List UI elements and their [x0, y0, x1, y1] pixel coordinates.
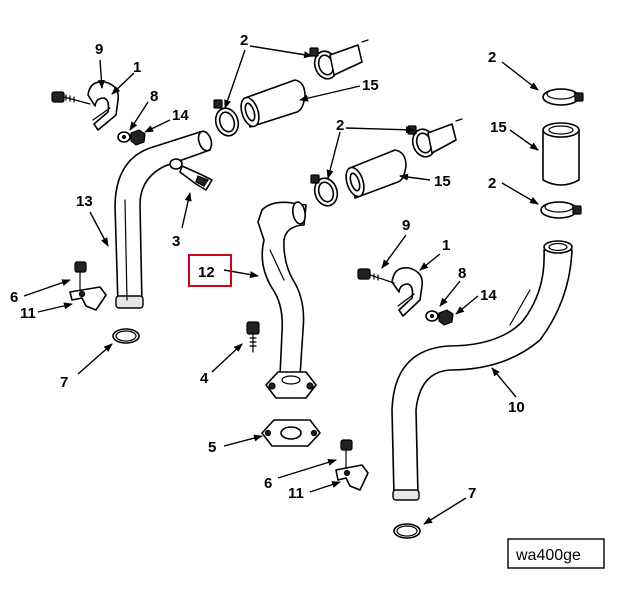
- callout-15-right: 15: [490, 119, 507, 136]
- callout-13: 13: [76, 193, 93, 210]
- hose-15-mid: [345, 149, 407, 199]
- callout-15-left: 15: [362, 77, 379, 94]
- highlight-box: [188, 254, 232, 287]
- callout-8-left: 8: [150, 88, 158, 105]
- bracket-11-mid: [335, 464, 369, 491]
- tube-10: [391, 240, 573, 501]
- hose-clamp-2-left: [213, 99, 240, 137]
- callout-12: 12: [198, 264, 215, 281]
- callout-11-left: 11: [20, 305, 36, 322]
- hose-15-left: [240, 79, 306, 128]
- bolt-6-mid: [340, 439, 353, 469]
- callout-1-left: 1: [133, 59, 141, 76]
- bolt-9-left: [51, 91, 91, 105]
- callout-14-right: 14: [480, 287, 497, 304]
- tube-13: [114, 130, 213, 309]
- callout-2-right-top: 2: [488, 49, 496, 66]
- callout-2-mid: 2: [336, 117, 344, 134]
- figure-id-box: wa400ge: [507, 538, 605, 569]
- callout-15-mid: 15: [434, 173, 451, 190]
- hose-clamp-2-right-bottom: [540, 201, 582, 219]
- bracket-11-left: [69, 286, 107, 311]
- callout-9-right: 9: [402, 217, 410, 234]
- callout-14-left: 14: [172, 107, 189, 124]
- callout-8-right: 8: [458, 265, 466, 282]
- callout-6-left: 6: [10, 289, 18, 306]
- bolt-6-left: [74, 261, 87, 291]
- callout-9-left: 9: [95, 41, 103, 58]
- callout-2-right-bottom: 2: [488, 175, 496, 192]
- callout-7-right: 7: [468, 485, 476, 502]
- hose-clamp-2-mid-lower: [310, 174, 339, 207]
- callout-12-highlight: 12: [188, 254, 232, 287]
- callout-5: 5: [208, 439, 216, 456]
- callout-3: 3: [172, 233, 180, 250]
- hose-15-right: [542, 122, 580, 186]
- nut-14-right: [438, 309, 454, 326]
- callout-4: 4: [200, 370, 209, 387]
- o-ring-7-right: [393, 523, 421, 539]
- bolt-4: [246, 321, 260, 353]
- washer-8-left: [117, 131, 131, 143]
- washer-8-right: [425, 310, 439, 322]
- callout-labels: 9 1 8 14 2 15 3 13 6 11 7 2 15 4 5 6 11 …: [10, 32, 525, 502]
- callout-1-right: 1: [442, 237, 450, 254]
- callout-11-mid: 11: [288, 485, 304, 502]
- leader-lines: [23, 45, 539, 525]
- callout-10: 10: [508, 399, 525, 416]
- callout-2-left: 2: [240, 32, 248, 49]
- callout-7-left: 7: [60, 374, 68, 391]
- o-ring-7-left: [112, 328, 140, 344]
- tube-12: [257, 201, 317, 399]
- nut-14-left: [130, 129, 146, 146]
- sensor-3: [169, 158, 213, 191]
- gasket-5: [261, 419, 321, 447]
- pipe-stub-top: [329, 39, 369, 76]
- clamp-1-right: [391, 266, 424, 317]
- clamp-1-left: [87, 80, 120, 131]
- pipe-stub-mid: [427, 118, 463, 154]
- hose-clamp-2-right-top: [542, 88, 584, 106]
- callout-6-mid: 6: [264, 475, 272, 492]
- figure-id: wa400ge: [515, 547, 581, 564]
- bolt-9-right: [357, 268, 395, 284]
